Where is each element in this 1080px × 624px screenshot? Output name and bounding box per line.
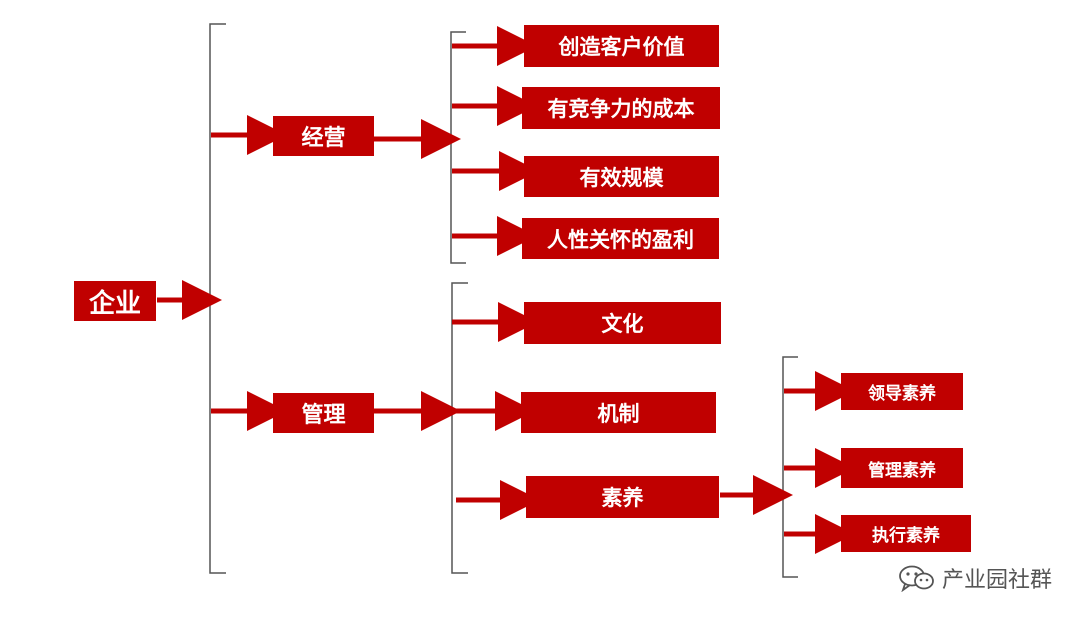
- node-management: 管理: [273, 393, 374, 433]
- node-op-item-1: 创造客户价值: [524, 25, 719, 67]
- bracket-literacy: [782, 356, 798, 578]
- node-mg-item-1: 文化: [524, 302, 721, 344]
- watermark-text: 产业园社群: [941, 568, 1052, 593]
- node-mg-item-3: 素养: [526, 476, 719, 518]
- node-lit-item-2: 管理素养: [841, 448, 963, 488]
- node-lit-item-1: 领导素养: [841, 373, 963, 410]
- node-root: 企业: [74, 281, 156, 321]
- watermark: 产业园社群: [898, 562, 1052, 594]
- node-operations: 经营: [273, 116, 374, 156]
- node-op-item-4: 人性关怀的盈利: [522, 218, 719, 259]
- bracket-root: [209, 23, 226, 574]
- wechat-icon: [898, 564, 936, 592]
- node-lit-item-3: 执行素养: [841, 515, 971, 552]
- node-op-item-2: 有竞争力的成本: [522, 87, 720, 129]
- bracket-management: [451, 282, 468, 574]
- bracket-operations: [450, 31, 466, 264]
- node-op-item-3: 有效规模: [524, 156, 719, 197]
- node-mg-item-2: 机制: [521, 392, 716, 433]
